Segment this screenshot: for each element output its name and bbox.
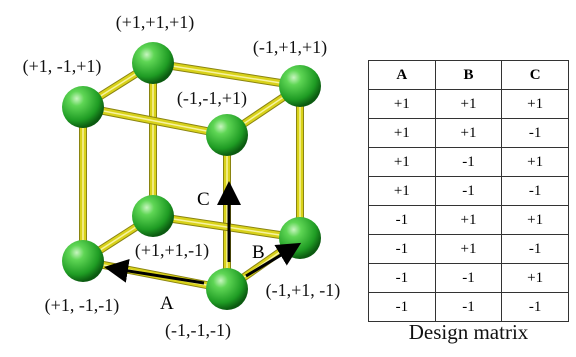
column-header-a: A bbox=[368, 60, 436, 90]
table-cell: +1 bbox=[501, 147, 569, 177]
table-cell: +1 bbox=[434, 118, 503, 148]
cube-edge-highlight bbox=[152, 215, 301, 239]
table-cell: -1 bbox=[368, 234, 436, 264]
cube-edge-highlight bbox=[82, 106, 228, 136]
vertex-label-v-pmm: (+1, -1,-1) bbox=[45, 295, 120, 316]
table-row: -1-1-1 bbox=[368, 292, 569, 322]
table-row: +1+1+1 bbox=[368, 89, 569, 119]
table-row: +1+1-1 bbox=[368, 118, 569, 148]
table-cell: -1 bbox=[434, 292, 503, 322]
table-cell: +1 bbox=[368, 89, 436, 119]
vertex-label-v-mmp: (-1,-1,+1) bbox=[177, 88, 247, 109]
table-cell: +1 bbox=[501, 89, 569, 119]
vertex-sphere-v-mpp bbox=[279, 65, 321, 107]
table-cell: +1 bbox=[501, 205, 569, 235]
table-cell: -1 bbox=[368, 263, 436, 293]
table-cell: -1 bbox=[501, 234, 569, 264]
table-cell: +1 bbox=[368, 147, 436, 177]
vertex-label-v-ppm: (+1,+1,-1) bbox=[135, 240, 209, 261]
vertex-sphere-v-pmm bbox=[62, 240, 104, 282]
column-header-b: B bbox=[434, 60, 503, 90]
table-cell: -1 bbox=[434, 176, 503, 206]
table-cell: -1 bbox=[434, 263, 503, 293]
axis-label-a: A bbox=[160, 293, 174, 314]
vertex-label-v-pmp: (+1, -1,+1) bbox=[23, 56, 102, 77]
cube-edge-highlight bbox=[152, 62, 301, 87]
table-cell: -1 bbox=[501, 118, 569, 148]
table-row: +1-1-1 bbox=[368, 176, 569, 206]
vertex-sphere-v-ppp bbox=[132, 42, 174, 84]
axis-label-b: B bbox=[252, 242, 265, 263]
table-cell: +1 bbox=[368, 118, 436, 148]
table-row: -1-1+1 bbox=[368, 263, 569, 293]
table-cell: -1 bbox=[501, 292, 569, 322]
factor-axes: A B C bbox=[104, 181, 302, 314]
vertex-label-v-mpp: (-1,+1,+1) bbox=[253, 37, 327, 58]
table-cell: -1 bbox=[434, 147, 503, 177]
vertex-sphere-v-pmp bbox=[62, 86, 104, 128]
table-cell: +1 bbox=[434, 205, 503, 235]
axis-arrow-b bbox=[245, 242, 302, 278]
design-matrix-title: Design matrix bbox=[408, 320, 529, 344]
table-row: -1+1+1 bbox=[368, 205, 569, 235]
table-cell: +1 bbox=[434, 234, 503, 264]
table-cell: -1 bbox=[368, 205, 436, 235]
vertex-label-v-ppp: (+1,+1,+1) bbox=[116, 12, 194, 33]
table-cell: -1 bbox=[368, 292, 436, 322]
axis-arrow-a bbox=[104, 258, 205, 285]
vertex-sphere-v-mmp bbox=[206, 114, 248, 156]
table-cell: +1 bbox=[368, 176, 436, 206]
table-cell: -1 bbox=[501, 176, 569, 206]
vertex-label-v-mpm: (-1,+1, -1) bbox=[266, 280, 341, 301]
table-cell: +1 bbox=[434, 89, 503, 119]
table-body: +1+1+1+1+1-1+1-1+1+1-1-1-1+1+1-1+1-1-1-1… bbox=[368, 89, 569, 322]
table-row: -1+1-1 bbox=[368, 234, 569, 264]
cube-vertices bbox=[62, 42, 321, 310]
axis-label-c: C bbox=[197, 189, 210, 210]
vertex-labels: (+1,+1,+1) (-1,+1,+1) (+1, -1,+1) (-1,-1,+1… bbox=[23, 12, 341, 341]
table-cell: +1 bbox=[501, 263, 569, 293]
vertex-sphere-v-mmm bbox=[206, 268, 248, 310]
vertex-label-v-mmm: (-1,-1,-1) bbox=[165, 320, 231, 341]
vertex-sphere-v-ppm bbox=[132, 195, 174, 237]
table-row: +1-1+1 bbox=[368, 147, 569, 177]
column-header-c: C bbox=[501, 60, 569, 90]
